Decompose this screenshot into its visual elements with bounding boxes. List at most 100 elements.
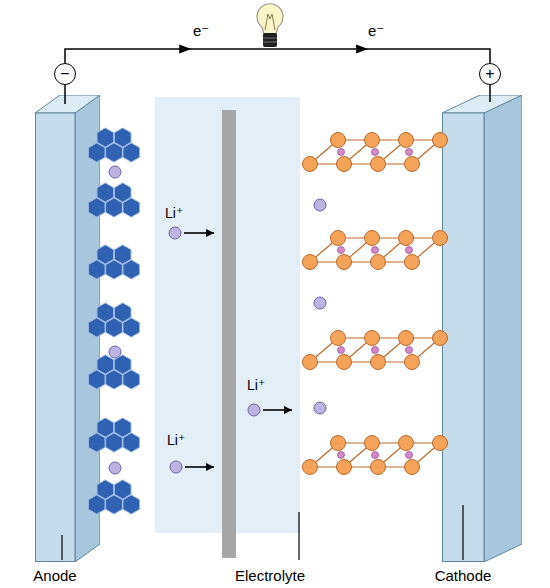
lattice-bond <box>378 443 406 467</box>
carbon-ring <box>114 128 131 147</box>
carbon-ring <box>106 318 123 337</box>
oxygen-atom <box>371 157 386 172</box>
lithium-ion <box>109 166 121 178</box>
lattice-bond <box>310 361 412 362</box>
cathode-lattice <box>303 133 448 172</box>
oxygen-atom <box>303 460 318 475</box>
plate-front <box>443 113 485 562</box>
electron-flow-arrow <box>179 45 191 54</box>
oxygen-atom <box>405 355 420 370</box>
graphite-layer <box>88 418 139 452</box>
oxygen-atom <box>405 460 420 475</box>
oxygen-atom <box>337 255 352 270</box>
carbon-ring <box>88 495 105 514</box>
carbon-ring <box>106 495 123 514</box>
terminal-lead <box>64 85 66 104</box>
lattice-bond <box>338 237 440 238</box>
carbon-ring <box>97 303 114 322</box>
carbon-ring <box>97 183 114 202</box>
oxygen-atom <box>365 331 380 346</box>
cathode-lattice <box>303 231 448 270</box>
oxygen-atom <box>433 331 448 346</box>
plate-side <box>75 95 100 562</box>
carbon-ring <box>114 183 131 202</box>
graphite-layer <box>88 303 139 337</box>
oxygen-atom <box>303 255 318 270</box>
lattice-bond <box>412 338 440 362</box>
metal-atom <box>406 347 413 354</box>
part-name: Cathode <box>418 567 508 585</box>
carbon-ring <box>114 355 131 374</box>
terminal-sign: − <box>60 66 69 82</box>
carbon-ring <box>97 480 114 499</box>
carbon-ring <box>88 198 105 217</box>
carbon-ring <box>123 318 140 337</box>
carbon-ring <box>114 418 131 437</box>
oxygen-atom <box>433 436 448 451</box>
lithium-ion <box>314 297 326 309</box>
metal-atom <box>338 452 345 459</box>
lattice-bond <box>412 443 440 467</box>
oxygen-atom <box>303 157 318 172</box>
positive-terminal: + <box>479 63 501 85</box>
carbon-ring <box>106 260 123 279</box>
lattice-bond <box>310 261 412 262</box>
cathode-plate: Cathode <box>442 95 522 562</box>
metal-atom <box>406 452 413 459</box>
lattice-bond <box>310 338 338 362</box>
metal-atom <box>338 149 345 156</box>
graphite-layer <box>88 480 139 514</box>
plate-outline <box>35 95 100 562</box>
carbon-ring <box>106 370 123 389</box>
metal-atom <box>372 347 379 354</box>
carbon-ring <box>97 418 114 437</box>
lattice-bond <box>338 337 440 338</box>
lattice-bond <box>338 442 440 443</box>
metal-atom <box>372 149 379 156</box>
oxygen-atom <box>399 436 414 451</box>
oxygen-atom <box>405 157 420 172</box>
oxygen-atom <box>433 231 448 246</box>
light-bulb <box>257 4 283 47</box>
carbon-ring <box>123 495 140 514</box>
electron-flow-arrow <box>356 45 368 54</box>
carbon-ring <box>114 303 131 322</box>
plate-front <box>36 113 76 562</box>
lattice-bond <box>338 139 440 140</box>
carbon-ring <box>88 260 105 279</box>
lattice-bond <box>412 238 440 262</box>
lattice-bond <box>310 443 338 467</box>
oxygen-atom <box>337 460 352 475</box>
oxygen-atom <box>433 133 448 148</box>
cathode-lattice <box>303 331 448 370</box>
part-name: Electrolyte <box>220 567 320 585</box>
terminal-sign: + <box>485 66 494 82</box>
lithium-ion <box>248 404 260 416</box>
oxygen-atom <box>399 331 414 346</box>
electron-label: e⁻ <box>368 22 384 40</box>
carbon-ring <box>123 260 140 279</box>
graphite-layer <box>88 128 139 162</box>
carbon-ring <box>123 433 140 452</box>
lattice-bond <box>344 443 372 467</box>
lithium-ion <box>169 227 181 239</box>
oxygen-atom <box>371 460 386 475</box>
oxygen-atom <box>399 231 414 246</box>
plate-top <box>35 95 100 113</box>
leader-line <box>61 535 62 560</box>
oxygen-atom <box>365 231 380 246</box>
cathode-lattice <box>303 436 448 475</box>
oxygen-atom <box>303 355 318 370</box>
lattice-bond <box>310 466 412 467</box>
ion-flow-arrow <box>184 232 214 234</box>
lattice-bond <box>344 238 372 262</box>
terminal-lead <box>489 85 491 102</box>
plate-side <box>484 95 522 562</box>
lithium-ion <box>170 461 182 473</box>
oxygen-atom <box>337 157 352 172</box>
metal-atom <box>372 247 379 254</box>
metal-atom <box>372 452 379 459</box>
carbon-ring <box>88 433 105 452</box>
carbon-ring <box>97 128 114 147</box>
oxygen-atom <box>371 355 386 370</box>
